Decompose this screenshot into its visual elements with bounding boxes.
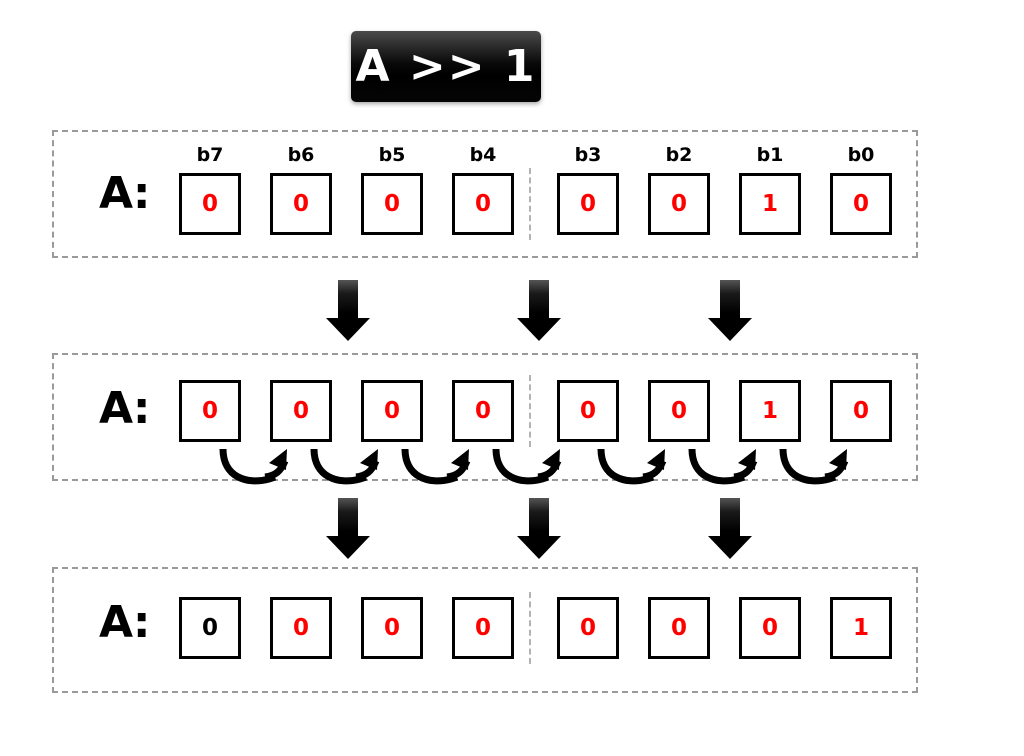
bit-cell: 0	[179, 597, 241, 659]
bit-value: 0	[579, 397, 596, 424]
bit-value: 0	[579, 614, 596, 641]
title-badge: A >> 1	[351, 31, 541, 102]
bit-cell: 0	[270, 173, 332, 235]
bit-cell: 0	[557, 380, 619, 442]
bit-cell: 1	[739, 173, 801, 235]
down-arrow-icon	[516, 280, 562, 342]
bit-value: 0	[201, 190, 218, 217]
curved-right-arrow-icon	[399, 447, 491, 489]
row-label: A:	[99, 383, 150, 434]
bit-cell: 0	[179, 173, 241, 235]
bit-row-result: A: 0 0 0 0 0 0 0 1	[52, 567, 918, 693]
bit-cell: 0	[452, 173, 514, 235]
bit-cells-container: b7 0 b6 0 b5 0 b4 0 b3 0 b2 0 b1 1 b0 0	[179, 132, 919, 256]
row-label: A:	[99, 597, 150, 648]
bit-cell: 0	[270, 380, 332, 442]
down-arrow-icon	[516, 498, 562, 560]
bit-cells-container: 0 0 0 0 0 0 0 1	[179, 569, 919, 691]
bit-label-b3: b3	[574, 144, 602, 166]
curved-right-arrow-icon	[490, 447, 582, 489]
bit-value: 0	[292, 190, 309, 217]
bit-value: 1	[761, 190, 778, 217]
down-arrow-icon	[325, 280, 371, 342]
bit-cell: 0	[361, 380, 423, 442]
bit-cell: 0	[452, 380, 514, 442]
bit-value: 0	[383, 190, 400, 217]
curved-right-arrow-icon	[777, 447, 869, 489]
bit-cell: 0	[648, 597, 710, 659]
bit-value: 0	[670, 614, 687, 641]
bit-value: 0	[579, 190, 596, 217]
row-label: A:	[99, 168, 150, 219]
bit-value: 0	[292, 397, 309, 424]
bit-cell: 0	[557, 173, 619, 235]
curved-right-arrow-icon	[595, 447, 687, 489]
bit-cell: 0	[830, 173, 892, 235]
bit-cell: 0	[361, 597, 423, 659]
bit-cell: 0	[739, 597, 801, 659]
bit-label-b0: b0	[847, 144, 875, 166]
shift-arrow-group	[179, 447, 939, 489]
curved-right-arrow-icon	[686, 447, 778, 489]
bit-value: 1	[761, 397, 778, 424]
title-text: A >> 1	[355, 40, 537, 92]
bit-value: 0	[852, 397, 869, 424]
nibble-divider	[529, 375, 531, 447]
curved-right-arrow-icon	[217, 447, 309, 489]
bit-label-b6: b6	[287, 144, 315, 166]
bit-cell: 0	[361, 173, 423, 235]
bit-cell: 0	[557, 597, 619, 659]
bit-value: 0	[474, 397, 491, 424]
bit-label-b5: b5	[378, 144, 406, 166]
nibble-divider	[529, 168, 531, 240]
bit-value: 0	[761, 614, 778, 641]
bit-value: 0	[292, 614, 309, 641]
bit-cell: 0	[830, 380, 892, 442]
bit-value: 1	[852, 614, 869, 641]
bit-cell: 1	[739, 380, 801, 442]
bit-cell: 0	[648, 173, 710, 235]
bit-cell: 0	[179, 380, 241, 442]
curved-right-arrow-icon	[308, 447, 400, 489]
bit-value: 0	[852, 190, 869, 217]
bit-cell: 0	[270, 597, 332, 659]
bit-value: 0	[383, 397, 400, 424]
bit-label-b2: b2	[665, 144, 693, 166]
bit-label-b7: b7	[196, 144, 224, 166]
bit-row-original: A: b7 0 b6 0 b5 0 b4 0 b3 0 b2 0 b1 1 b0 0	[52, 130, 918, 258]
bit-label-b4: b4	[469, 144, 497, 166]
bit-value: 0	[474, 614, 491, 641]
down-arrow-icon	[325, 498, 371, 560]
bit-cell: 1	[830, 597, 892, 659]
bit-label-b1: b1	[756, 144, 784, 166]
bit-value: 0	[201, 614, 218, 641]
bit-row-shifting: A: 0 0 0 0 0 0 1 0	[52, 353, 919, 485]
bit-value: 0	[383, 614, 400, 641]
bit-value: 0	[670, 397, 687, 424]
bit-cell: 0	[648, 380, 710, 442]
down-arrow-icon	[707, 498, 753, 560]
bit-value: 0	[670, 190, 687, 217]
bit-cells-container: 0 0 0 0 0 0 1 0	[179, 355, 919, 479]
bit-cell: 0	[452, 597, 514, 659]
bit-value: 0	[474, 190, 491, 217]
nibble-divider	[529, 592, 531, 664]
bit-value: 0	[201, 397, 218, 424]
down-arrow-icon	[707, 280, 753, 342]
